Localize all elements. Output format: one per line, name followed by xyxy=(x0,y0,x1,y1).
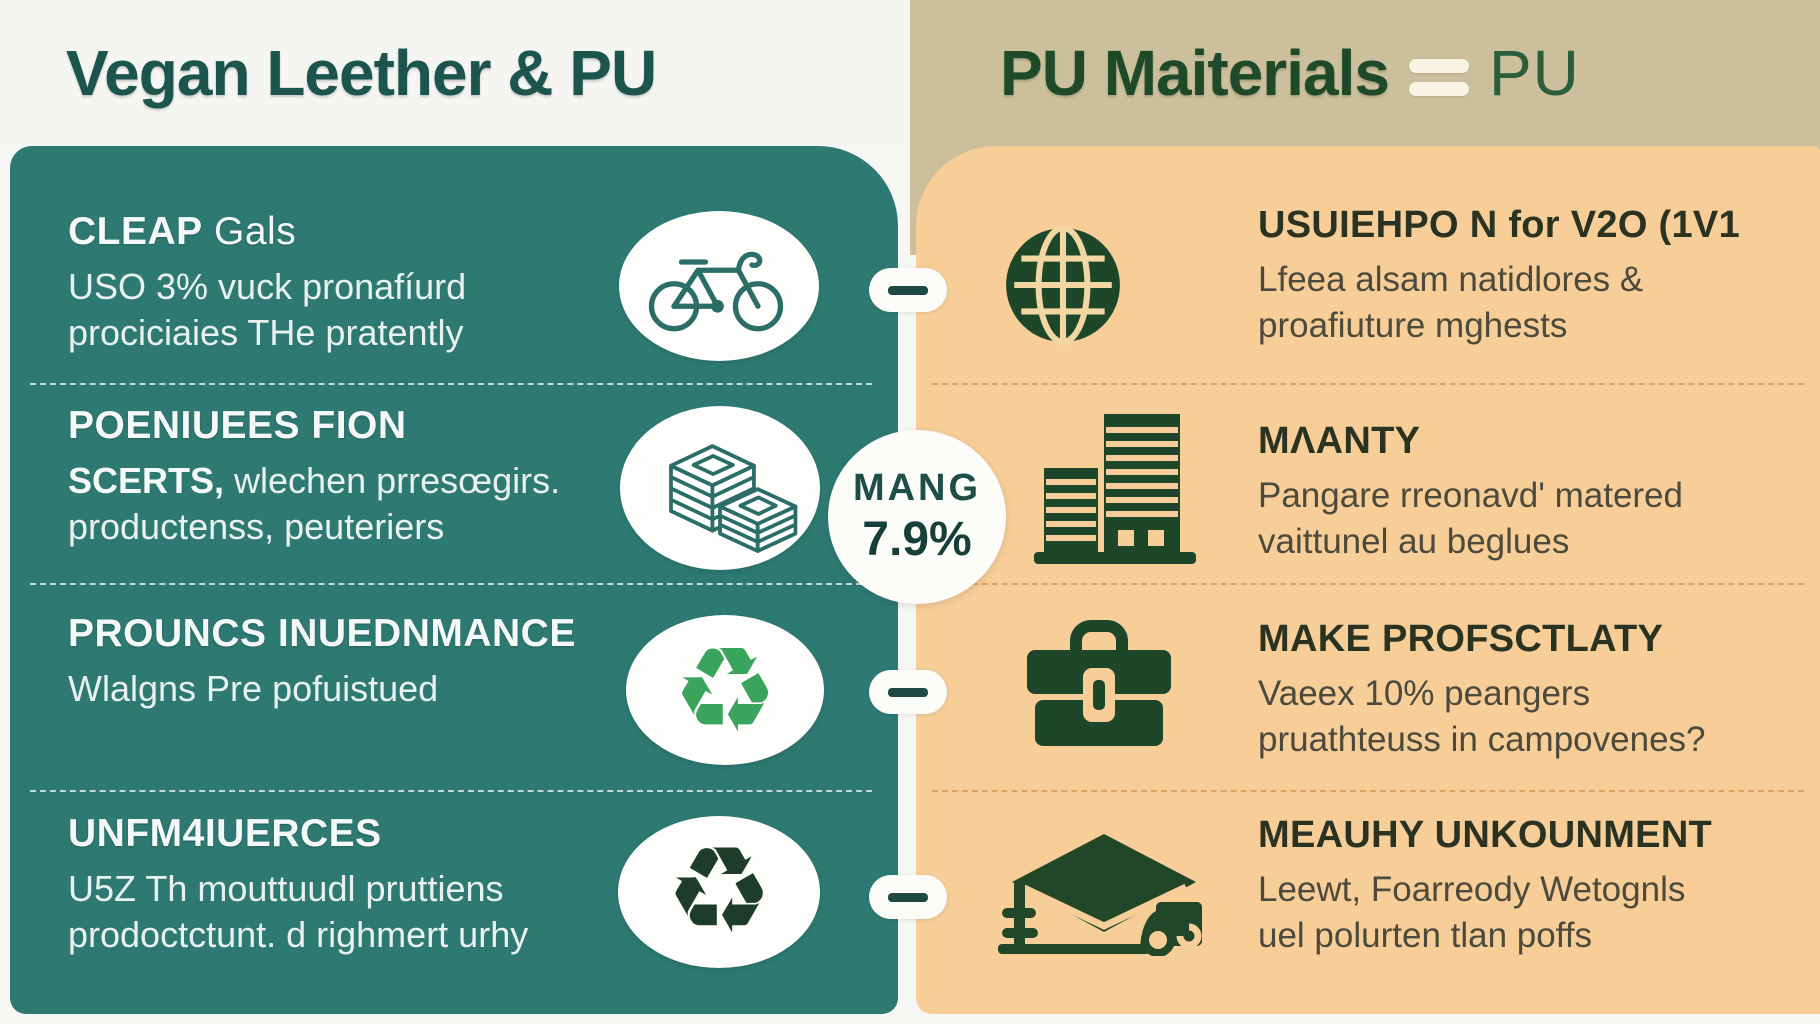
heading-bold: PROUNCS INUEDNMANCE xyxy=(68,612,576,655)
body-line-2: pruathteuss in campovenes? xyxy=(1258,720,1706,759)
left-section-2: POENIUEES FION SCERTS, wlechen prresœgir… xyxy=(68,404,628,550)
recycle-green-icon: ♻ xyxy=(672,621,778,759)
left-title: Vegan Leether & PU xyxy=(66,37,657,109)
right-title: PU Maiterials PU xyxy=(1000,36,1580,110)
connector-pill-1 xyxy=(869,268,947,312)
left-section-4-body: U5Z Th mouttuudl pruttiens prodoctctunt.… xyxy=(68,866,628,958)
minus-icon xyxy=(888,687,928,697)
briefcase-wrap xyxy=(1018,612,1180,757)
body-line-1: USO 3% vuck pronafíurd xyxy=(68,266,467,307)
right-section-4-heading: MEAUHY UNKOUNMENT xyxy=(1258,814,1713,856)
body-bold: SCERTS, xyxy=(68,460,225,501)
equals-icon xyxy=(1408,58,1469,96)
left-section-3-body: Wlalgns Pre pofuistued xyxy=(68,666,628,712)
body-line-1: Pangare rreonavd' matered xyxy=(1258,476,1683,515)
left-separator-3 xyxy=(30,790,872,792)
left-section-1-body: USO 3% vuck pronafíurd prociciaies THe p… xyxy=(68,264,628,356)
briefcase-icon xyxy=(1027,620,1171,746)
body-line-1: Lfeea alsam natidlores & xyxy=(1258,260,1644,299)
right-section-1-heading: USUIEHPO N for V2O (1V1 xyxy=(1258,204,1741,246)
buildings-wrap xyxy=(1030,402,1200,569)
left-section-3: PROUNCS INUEDNMANCE Wlalgns Pre pofuistu… xyxy=(68,612,628,712)
left-section-3-heading: PROUNCS INUEDNMANCE xyxy=(68,612,628,656)
bicycle-icon xyxy=(648,251,784,332)
body-line-2: vaittunel au beglues xyxy=(1258,522,1570,561)
right-section-2-heading: MΛANTY xyxy=(1258,420,1421,462)
right-section-3: MAKE PROFSCTLATY Vaeex 10% peangers prua… xyxy=(1258,618,1818,763)
right-section-2-body: Pangare rreonavd' matered vaittunel au b… xyxy=(1258,473,1818,565)
heading-bold: POENIUEES FION xyxy=(68,404,407,447)
money-stack-icon xyxy=(669,444,798,553)
stat-value: 7.9% xyxy=(862,513,972,566)
globe-icon xyxy=(1006,225,1120,345)
stat-bubble: MANG 7.9% xyxy=(828,430,1006,604)
minus-icon xyxy=(888,892,928,902)
warehouse-wrap xyxy=(998,820,1210,961)
body-line-1: Vaeex 10% peangers xyxy=(1258,674,1591,713)
money-bubble xyxy=(620,406,820,570)
right-separator-2 xyxy=(932,583,1804,585)
body-line-2: uel polurten tlan poffs xyxy=(1258,916,1593,955)
right-section-1: USUIEHPO N for V2O (1V1 Lfeea alsam nati… xyxy=(1258,204,1818,349)
recycle-dark-icon: ♻ xyxy=(665,822,773,961)
right-section-3-heading: MAKE PROFSCTLATY xyxy=(1258,618,1664,660)
left-section-1-heading: CLEAP Gals xyxy=(68,210,628,254)
body-line-1: wlechen prresœgirs. xyxy=(224,460,561,501)
heading-rest: Gals xyxy=(202,210,297,253)
right-section-1-body: Lfeea alsam natidlores & proafiuture mgh… xyxy=(1258,257,1818,349)
body-line-1: Leewt, Foarreody Wetognls xyxy=(1258,870,1686,909)
stat-label: MANG xyxy=(852,467,982,509)
left-separator-2 xyxy=(30,583,872,585)
recycle-green-bubble: ♻ xyxy=(626,615,824,765)
body-line-2: productenss, peuteriers xyxy=(68,506,445,547)
body-line-2: prodoctctunt. d righmert urhy xyxy=(68,914,529,955)
right-section-2: MΛANTY Pangare rreonavd' matered vaittun… xyxy=(1258,420,1818,565)
right-section-4: MEAUHY UNKOUNMENT Leewt, Foarreody Wetog… xyxy=(1258,814,1818,959)
body-line-2: prociciaies THe pratently xyxy=(68,312,464,353)
recycle-dark-bubble: ♻ xyxy=(618,816,820,968)
left-section-2-body: SCERTS, wlechen prresœgirs. productenss,… xyxy=(68,458,628,550)
left-separator-1 xyxy=(30,383,872,385)
right-section-4-body: Leewt, Foarreody Wetognls uel polurten t… xyxy=(1258,867,1818,959)
body-line-1: Wlalgns Pre pofuistued xyxy=(68,668,439,709)
buildings-icon xyxy=(1034,414,1196,564)
right-title-suffix: PU xyxy=(1488,37,1580,109)
heading-bold: CLEAP xyxy=(68,210,203,253)
connector-pill-3 xyxy=(869,875,947,919)
body-line-2: proafiuture mghests xyxy=(1258,306,1568,345)
left-section-4-heading: UNFM4IUERCES xyxy=(68,812,628,856)
right-separator-1 xyxy=(932,383,1804,385)
minus-icon xyxy=(888,285,928,295)
right-section-3-body: Vaeex 10% peangers pruathteuss in campov… xyxy=(1258,671,1818,763)
header-left xyxy=(0,0,910,148)
bicycle-bubble xyxy=(619,211,819,361)
right-separator-3 xyxy=(932,790,1804,792)
left-section-2-heading: POENIUEES FION xyxy=(68,404,628,448)
globe-wrap xyxy=(1002,222,1124,353)
left-section-1: CLEAP Gals USO 3% vuck pronafíurd procic… xyxy=(68,210,628,356)
heading-bold: UNFM4IUERCES xyxy=(68,812,382,855)
right-title-main: PU Maiterials xyxy=(1000,37,1390,109)
left-section-4: UNFM4IUERCES U5Z Th mouttuudl pruttiens … xyxy=(68,812,628,958)
warehouse-truck-icon xyxy=(998,834,1202,957)
connector-pill-2 xyxy=(869,670,947,714)
body-line-1: U5Z Th mouttuudl pruttiens xyxy=(68,868,504,909)
